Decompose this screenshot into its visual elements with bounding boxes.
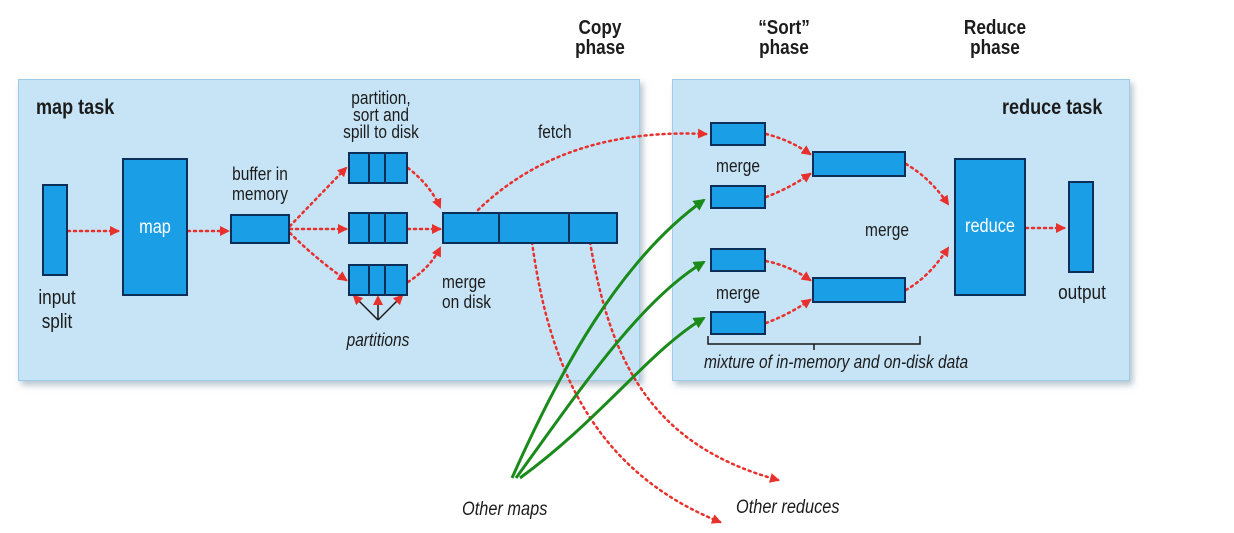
merge-bottom-label: merge xyxy=(716,283,760,303)
map-task-title: map task xyxy=(36,96,115,119)
input-split-box xyxy=(42,184,68,276)
arrow-merge-in-bottom-1 xyxy=(764,259,812,282)
reduce-box xyxy=(954,158,1026,296)
other-reduces-label: Other reduces xyxy=(736,497,840,518)
fetched-segment-3 xyxy=(710,248,766,272)
spill-file-top xyxy=(348,152,408,184)
partition-pointer-left xyxy=(352,294,379,321)
merged-segment-top xyxy=(812,151,906,177)
fetched-segment-4 xyxy=(710,311,766,335)
copy-phase-label: Copy phase xyxy=(575,17,625,59)
arrow-merge-in-bottom-2 xyxy=(764,298,812,325)
merge-top-label: merge xyxy=(716,156,760,176)
fetch-label: fetch xyxy=(538,122,572,142)
other-maps-label: Other maps xyxy=(462,499,548,520)
arrow-buffer-to-spill-bottom xyxy=(288,231,348,282)
mixture-bracket xyxy=(707,336,921,350)
arrow-buffer-to-spill-top xyxy=(288,166,348,228)
merge-on-disk-label: merge on disk xyxy=(442,272,492,312)
partition-sort-spill-label: partition, sort and spill to disk xyxy=(343,88,419,142)
reduce-task-title: reduce task xyxy=(1002,96,1103,119)
buffer-box xyxy=(230,214,290,244)
buffer-label: buffer in memory xyxy=(232,164,288,204)
spill-file-middle xyxy=(348,212,408,244)
partition-pointer-right xyxy=(377,294,404,321)
map-label: map xyxy=(139,217,171,238)
arrow-spill-bottom-to-merged xyxy=(406,246,442,284)
arrow-spill-top-to-merged xyxy=(406,166,442,209)
arrow-other-maps-2 xyxy=(514,260,706,479)
spill-file-bottom xyxy=(348,264,408,296)
reduce-phase-label: Reduce phase xyxy=(963,17,1027,59)
arrow-fetch xyxy=(476,128,708,212)
arrow-to-other-reduces-2 xyxy=(588,240,780,483)
arrow-merged-top-to-reduce xyxy=(904,162,950,206)
merged-segment-bottom xyxy=(812,277,906,303)
partitions-label: partitions xyxy=(346,330,410,350)
arrow-merge-in-top-2 xyxy=(764,172,812,199)
arrow-other-maps-1 xyxy=(510,198,706,479)
map-box xyxy=(122,158,188,296)
arrow-merge-in-top-1 xyxy=(764,132,812,156)
arrow-merged-bottom-to-reduce xyxy=(904,246,950,292)
fetched-segment-1 xyxy=(710,122,766,146)
output-label: output xyxy=(1058,282,1106,304)
mixture-label: mixture of in-memory and on-disk data xyxy=(704,352,969,372)
sort-phase-label: “Sort” phase xyxy=(758,17,810,59)
arrow-other-maps-3 xyxy=(519,316,706,480)
merged-map-output xyxy=(442,212,618,244)
merge-middle-label: merge xyxy=(865,220,909,240)
reduce-label: reduce xyxy=(965,216,1015,237)
output-box xyxy=(1068,181,1094,273)
arrow-to-other-reduces-1 xyxy=(530,240,722,524)
input-split-label: input split xyxy=(38,287,76,333)
fetched-segment-2 xyxy=(710,185,766,209)
